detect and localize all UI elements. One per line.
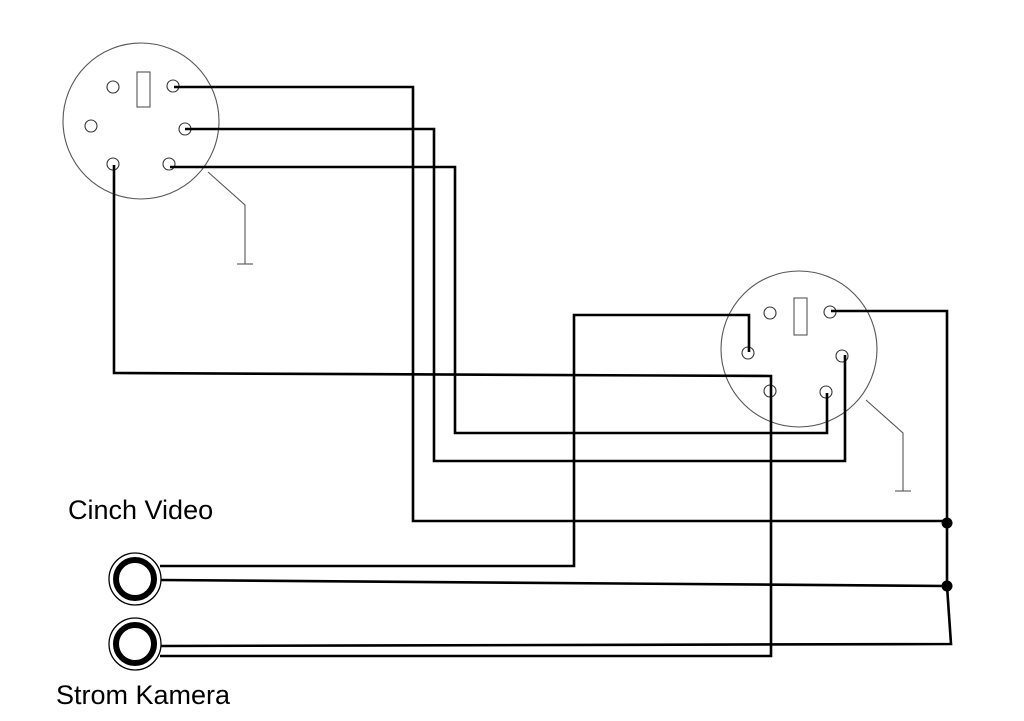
- rca-jack-power: [108, 617, 162, 671]
- mini-din-connector-right: [720, 270, 878, 428]
- wire: [159, 578, 948, 588]
- ground-symbol-right: [865, 399, 911, 492]
- connector-key: [136, 71, 151, 108]
- pin: [106, 80, 120, 94]
- pin: [84, 119, 98, 133]
- junction-dot: [941, 517, 953, 529]
- pin: [763, 306, 777, 320]
- wires: [112, 85, 953, 658]
- rca-jack-video: [108, 552, 162, 606]
- strom-kamera-label: Strom Kamera: [56, 680, 231, 710]
- wire: [170, 165, 829, 435]
- wire: [185, 127, 847, 463]
- wire: [160, 313, 751, 568]
- connector-key: [793, 297, 808, 336]
- connector-body: [720, 270, 878, 428]
- cinch-video-label: Cinch Video: [68, 495, 214, 525]
- wire: [174, 85, 947, 523]
- wire: [159, 309, 953, 648]
- mini-din-connector-left: [62, 42, 220, 200]
- connector-body: [62, 42, 220, 200]
- wire: [112, 165, 773, 658]
- ground-symbol-left: [207, 171, 253, 265]
- junction-dot: [941, 580, 953, 592]
